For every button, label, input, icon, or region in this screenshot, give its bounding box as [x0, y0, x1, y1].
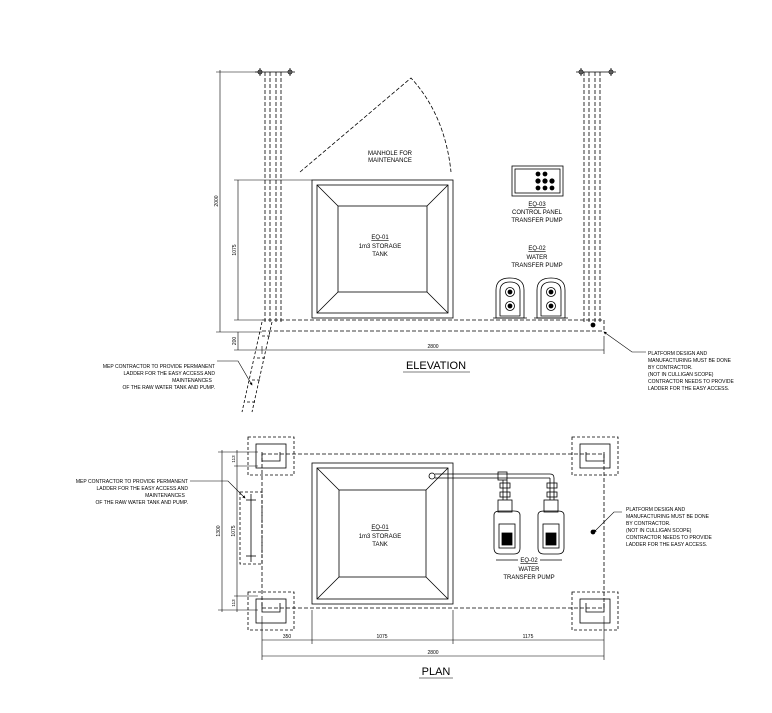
pump-tag-elevation: EQ-02	[528, 246, 546, 252]
tank-label-plan-1: 1m3 STORAGE	[359, 534, 402, 540]
dim-width-plan: 2800	[427, 650, 438, 656]
dim-platform: 200	[232, 337, 238, 346]
dim-depth: 1300	[216, 525, 222, 536]
platform-leader-elevation	[603, 331, 646, 353]
ladder-elevation	[241, 321, 273, 413]
pump-label-plan-2: TRANSFER PUMP	[503, 575, 554, 581]
platform-leader-plan	[593, 511, 622, 533]
platform-note-elevation-5: CONTRACTOR NEEDS TO PROVIDE	[648, 379, 735, 385]
dim-edge-bottom: 113	[231, 599, 236, 607]
panel-label-1: CONTROL PANEL	[512, 210, 563, 216]
pump-elevation-2	[534, 277, 568, 319]
ladder-note-plan-2: LADDER FOR THE EASY ACCESS AND	[96, 486, 188, 492]
elevation-title: ELEVATION	[406, 360, 466, 372]
right-post-cap	[576, 68, 616, 76]
tank-label-elevation-2: TANK	[372, 252, 388, 258]
control-panel-elevation	[511, 165, 564, 197]
tank-tag-elevation: EQ-01	[371, 235, 389, 241]
ladder-note-plan-4: OF THE RAW WATER TANK AND PUMP.	[95, 500, 188, 506]
plan-dimensions	[218, 450, 605, 679]
platform-note-plan-5: CONTRACTOR NEEDS TO PROVIDE	[626, 535, 713, 541]
storage-tank-plan	[311, 462, 454, 605]
platform-note-elevation-1: PLATFORM DESIGN AND	[648, 351, 707, 357]
platform-note-plan-2: MANUFACTURING MUST BE DONE	[626, 514, 710, 520]
panel-label-2: TRANSFER PUMP	[511, 218, 562, 224]
platform-plan	[261, 453, 605, 609]
platform-note-elevation-2: MANUFACTURING MUST BE DONE	[648, 358, 732, 364]
footing-top-left	[247, 436, 295, 476]
plan-labels: EQ-01 1m3 STORAGE TANK EQ-02 WATER TRANS…	[76, 455, 713, 678]
ladder-leader-plan	[190, 480, 246, 499]
platform-note-plan-1: PLATFORM DESIGN AND	[626, 507, 685, 513]
platform-note-plan-4: (NOT IN CULLIGAN SCOPE)	[626, 528, 692, 534]
platform-note-plan-6: LADDER FOR THE EASY ACCESS.	[626, 542, 707, 548]
ladder-leader-elevation	[217, 360, 253, 386]
plan-title: PLAN	[422, 666, 451, 678]
elevation-dimensions	[216, 70, 605, 373]
platform-elevation	[262, 319, 605, 332]
right-post	[583, 72, 601, 322]
pump-label-elevation-2: TRANSFER PUMP	[511, 263, 562, 269]
manhole-arc	[299, 77, 452, 173]
elevation-labels: MANHOLE FOR MAINTENANCE EQ-01 1m3 STORAG…	[103, 151, 735, 392]
panel-tag: EQ-03	[528, 202, 546, 208]
ladder-note-plan-1: MEP CONTRACTOR TO PROVIDE PERMANENT	[76, 479, 188, 485]
dim-edge-top: 113	[231, 455, 236, 463]
footing-bottom-right	[571, 591, 619, 631]
pump-plan-1	[493, 499, 521, 561]
ladder-note-elevation-1: MEP CONTRACTOR TO PROVIDE PERMANENT	[103, 364, 215, 370]
pump-tag-plan: EQ-02	[520, 558, 538, 564]
dim-seg3: 1175	[523, 634, 534, 640]
dim-height-total: 2000	[214, 195, 220, 206]
tank-label-plan-2: TANK	[372, 542, 388, 548]
platform-point-elevation	[590, 322, 596, 328]
dim-tank-height: 1075	[232, 244, 238, 255]
pump-elevation-1	[493, 277, 527, 319]
dim-seg2: 1075	[376, 634, 387, 640]
platform-note-elevation-6: LADDER FOR THE EASY ACCESS.	[648, 386, 729, 392]
ladder-note-elevation-2: LADDER FOR THE EASY ACCESS AND	[123, 371, 215, 377]
platform-note-elevation-4: (NOT IN CULLIGAN SCOPE)	[648, 372, 714, 378]
manhole-label-1: MANHOLE FOR	[368, 151, 413, 157]
left-post	[264, 72, 282, 322]
platform-note-elevation-3: BY CONTRACTOR.	[648, 365, 693, 371]
elevation-view	[216, 68, 646, 413]
dim-width-elevation: 2800	[427, 344, 438, 350]
footing-top-right	[571, 436, 619, 476]
dim-seg1: 350	[283, 634, 292, 640]
pump-label-elevation-1: WATER	[527, 255, 549, 261]
pump-label-plan-1: WATER	[519, 567, 541, 573]
tank-label-elevation-1: 1m3 STORAGE	[359, 244, 402, 250]
plan-view	[190, 436, 622, 679]
platform-note-plan-3: BY CONTRACTOR.	[626, 521, 671, 527]
piping-plan	[428, 471, 558, 500]
footing-bottom-left	[247, 591, 295, 631]
ladder-plan	[239, 491, 263, 565]
manhole-label-2: MAINTENANCE	[368, 158, 412, 164]
ladder-note-plan-3: MAINTENANCES	[145, 493, 185, 499]
storage-tank-elevation	[311, 179, 454, 319]
pump-plan-2	[537, 499, 565, 561]
ladder-note-elevation-3: MAINTENANCES	[172, 378, 212, 384]
dim-inner: 1075	[231, 525, 237, 536]
ladder-note-elevation-4: OF THE RAW WATER TANK AND PUMP.	[122, 385, 215, 391]
tank-tag-plan: EQ-01	[371, 525, 389, 531]
